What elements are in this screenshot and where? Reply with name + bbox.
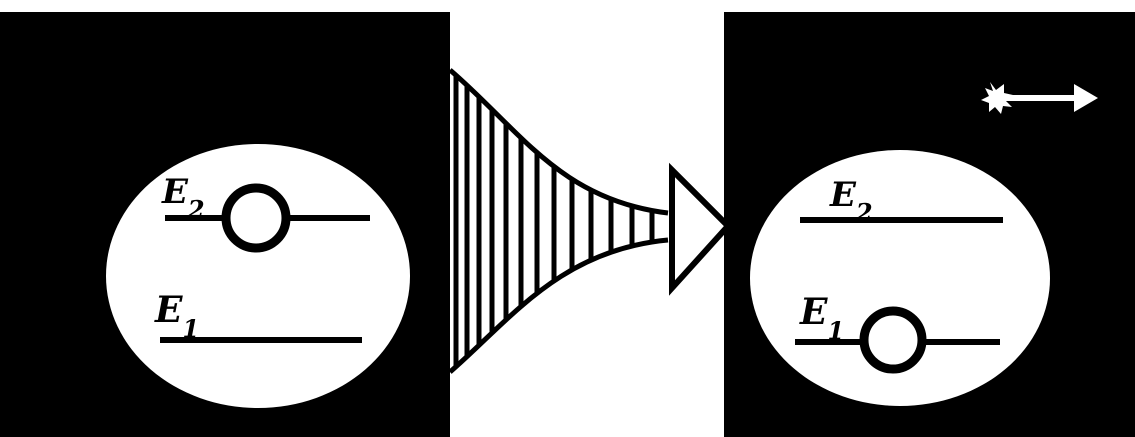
left-electron-icon — [226, 188, 286, 248]
right-electron-icon — [864, 311, 922, 369]
funnel-hatching — [450, 60, 670, 380]
transition-arrowhead-icon — [672, 170, 728, 288]
transition-funnel — [450, 60, 728, 380]
right-panel: E2 E1 — [724, 12, 1135, 437]
left-panel: E2 E1 — [0, 12, 450, 437]
